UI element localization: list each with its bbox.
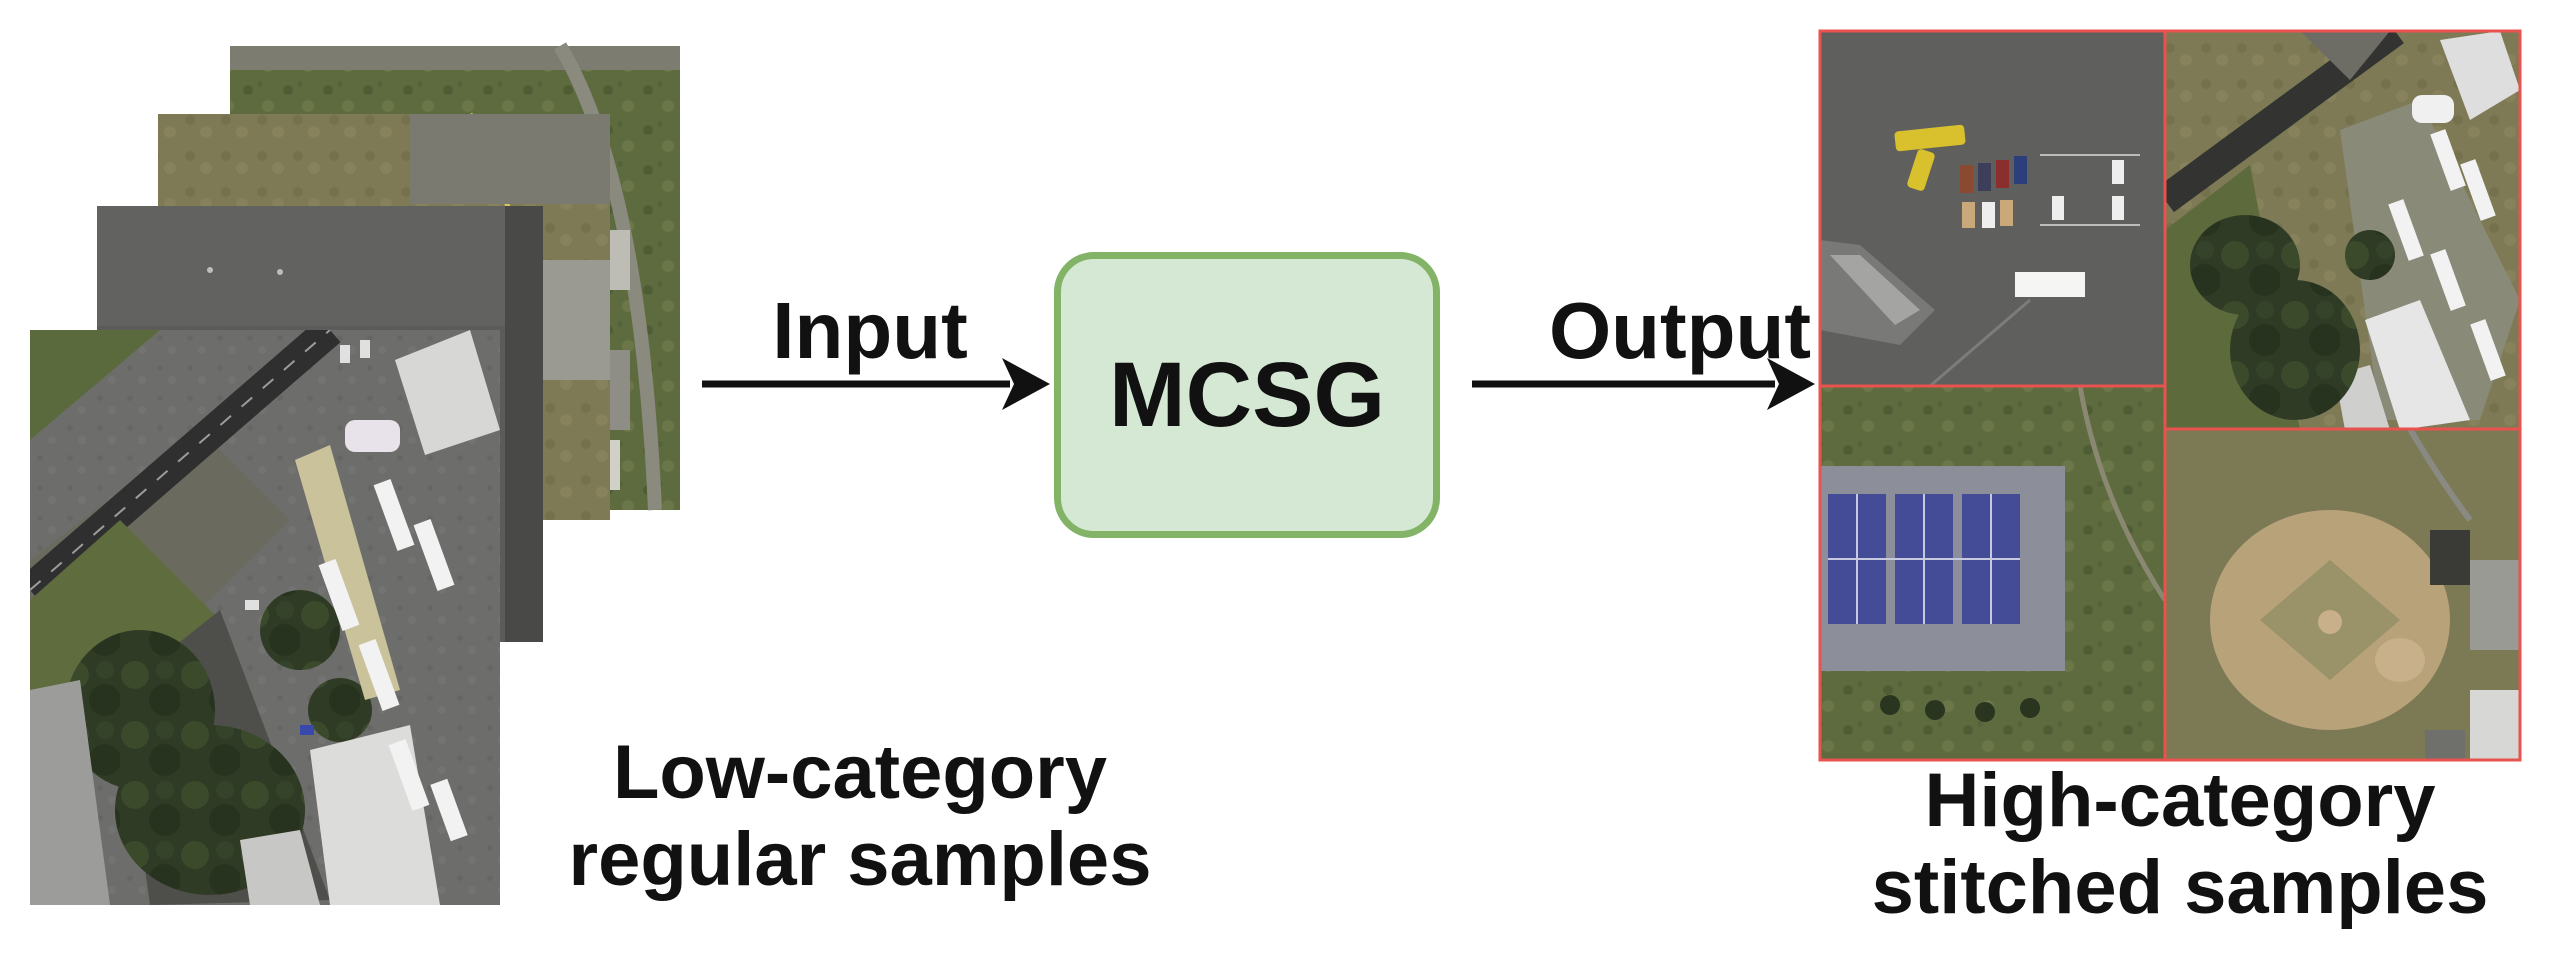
output-label: Output xyxy=(1548,286,1812,375)
high-category-caption: High-category stitched samples xyxy=(1820,758,2540,931)
airfield-tile xyxy=(2165,31,2520,429)
output-stitched-grid xyxy=(1818,29,2522,762)
input-image-stack xyxy=(30,42,680,905)
mcsg-module-label: MCSG xyxy=(1109,343,1385,446)
low-category-caption: Low-category regular samples xyxy=(500,730,1220,903)
parking-lot-tile xyxy=(1820,31,2165,386)
baseball-field-tile xyxy=(2165,429,2520,760)
tennis-court-tile xyxy=(1820,386,2165,760)
front-aerial-image xyxy=(30,330,500,905)
high-category-caption-line2: stitched samples xyxy=(1871,844,2489,930)
low-category-caption-line2: regular samples xyxy=(568,816,1152,902)
mcsg-module-box: MCSG xyxy=(1054,252,1440,538)
high-category-caption-line1: High-category xyxy=(1924,758,2436,843)
output-arrow xyxy=(1472,358,1815,410)
tile-borders xyxy=(1818,29,2522,762)
low-category-caption-line1: Low-category xyxy=(612,730,1108,815)
input-label: Input xyxy=(772,286,968,375)
input-arrow xyxy=(702,358,1050,410)
